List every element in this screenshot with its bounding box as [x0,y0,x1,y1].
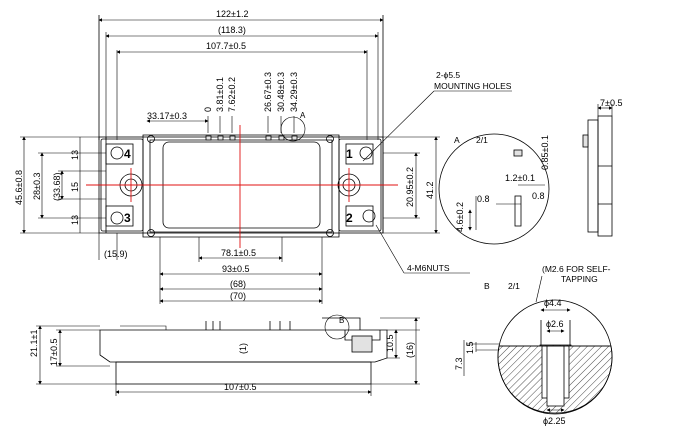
dim-b-depth-1-5: 1.5 [465,341,475,354]
dim-b-d-mid: ϕ2.6 [546,319,564,329]
detail-a: A 2/1 0.85±0.1 1.2±0.1 0.8 0.8 4.6±0.2 [438,133,550,245]
dim-a-pin-length: 4.6±0.2 [455,202,465,232]
dim-overall-width-ref: (118.3) [218,25,246,35]
terminal-number-4: 4 [124,147,131,161]
detail-a-title: A [454,135,460,145]
dim-a-spacing-1: 0.8 [477,194,490,204]
dim-side-10-5: 10.5 [385,334,395,352]
dim-pin-3: 26.67±0.3 [263,72,273,112]
detail-b-scale: 2/1 [508,281,520,291]
end-view: 7±0.5 [582,98,622,237]
dim-pin-5: 34.29±0.3 [289,72,299,112]
dim-overall-height: 45.6±0.8 [14,170,24,205]
terminal-1: 1 [345,143,374,165]
dim-ref-68: (68) [230,279,246,289]
dim-height-15: 15 [70,182,80,192]
label-detail-a-marker: A [300,111,306,120]
detail-b-title: B [484,281,490,291]
dim-side-length: 107±0.5 [224,382,256,392]
top-view: 122±1.2 (118.3) 107.7±0.5 0 3.81±0.1 7.6… [14,9,512,304]
terminal-number-1: 1 [346,147,353,161]
dim-end-width: 7±0.5 [600,98,622,108]
dim-b-depth-7-3: 7.3 [454,357,464,370]
terminal-number-3: 3 [124,211,131,225]
terminal-3: 3 [105,205,134,227]
detail-b-note-2: TAPPING [561,274,598,284]
dim-height-13-bottom: 13 [70,215,80,225]
dim-height-33-68: (33.68) [52,172,62,201]
terminal-4: 4 [105,143,134,165]
callout-mounting-qty: 2-ϕ5.5 [436,70,460,80]
dim-side-ref-1: (1) [238,343,248,354]
detail-a-scale: 2/1 [476,135,488,145]
dim-pin-1: 3.81±0.1 [215,77,225,112]
dim-height-13-top: 13 [70,150,80,160]
dim-pin-4: 30.48±0.3 [276,72,286,112]
dim-side-body-height: 17±0.5 [49,339,59,366]
dim-b-d-bottom: ϕ2.25 [543,416,566,426]
dim-edge-ref: (15.9) [104,249,128,259]
detail-b-note-1: (M2.6 FOR SELF- [542,264,611,274]
dim-overall-width: 122±1.2 [216,9,248,19]
detail-b: (M2.6 FOR SELF- TAPPING B 2/1 ϕ4.4 ϕ2.6 … [454,264,613,426]
side-view: B 21.1±1 17±0.5 (1) 10.5 (16) 107±0.5 [29,314,420,396]
terminal-2: 2 [345,205,376,227]
dim-hole-spacing: 20.95±0.2 [405,167,415,207]
dim-height-28: 28±0.3 [32,173,42,200]
dim-b-d-top: ϕ4.4 [544,298,562,308]
dim-height-41-2: 41.2 [425,181,435,199]
dim-side-16: (16) [405,342,415,358]
dim-a-spacing-2: 0.8 [532,191,545,201]
label-detail-b-marker: B [339,316,344,325]
callout-m6-nuts: 4-M6NUTS [407,263,450,273]
dim-pin-0: 0 [203,107,213,112]
dim-bottom-pitch: 78.1±0.5 [221,248,256,258]
dim-a-pin-width: 1.2±0.1 [505,173,535,183]
terminal-number-2: 2 [346,211,353,225]
dim-side-total-height: 21.1±1 [29,330,39,357]
dim-pin-2: 7.62±0.2 [227,77,237,112]
pin-position-labels: 0 3.81±0.1 7.62±0.2 26.67±0.3 30.48±0.3 … [203,72,299,112]
dim-a-pin-height: 0.85±0.1 [540,135,550,170]
dim-pin-left: 33.17±0.3 [147,111,187,121]
dim-ref-70: (70) [230,291,246,301]
dim-mount-span: 107.7±0.5 [206,41,246,51]
dim-base-width: 93±0.5 [222,264,249,274]
callout-mounting-holes: MOUNTING HOLES [434,81,512,91]
